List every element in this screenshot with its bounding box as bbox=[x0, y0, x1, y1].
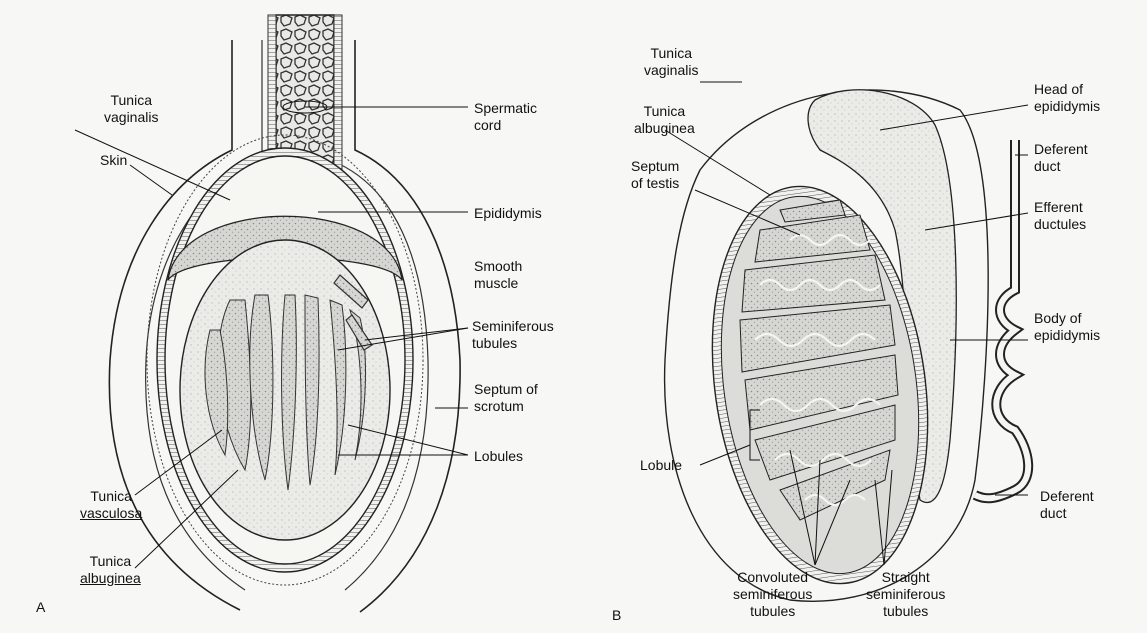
label-efferent-ductules: Efferent ductules bbox=[1034, 199, 1086, 233]
label-straight-seminiferous-tubules: Straight seminiferous tubules bbox=[866, 569, 945, 620]
label-tunica-vasculosa: Tunica vasculosa bbox=[80, 488, 142, 522]
label-tunica-albuginea-a: Tunica albuginea bbox=[80, 553, 141, 587]
label-smooth-muscle: Smooth muscle bbox=[474, 258, 522, 292]
label-skin: Skin bbox=[100, 152, 127, 169]
label-body-of-epididymis: Body of epididymis bbox=[1034, 310, 1100, 344]
label-tunica-albuginea-b: Tunica albuginea bbox=[634, 103, 695, 137]
label-tunica-vaginalis-b: Tunica vaginalis bbox=[644, 45, 698, 79]
label-spermatic-cord: Spermatic cord bbox=[474, 100, 537, 134]
label-deferent-duct-top: Deferent duct bbox=[1034, 141, 1088, 175]
label-deferent-duct-bottom: Deferent duct bbox=[1040, 488, 1094, 522]
label-lobules: Lobules bbox=[474, 448, 523, 465]
panel-b-drawing bbox=[665, 82, 1029, 601]
label-tunica-vaginalis-a: Tunica vaginalis bbox=[104, 92, 158, 126]
panel-b-letter: B bbox=[612, 607, 621, 623]
label-head-of-epididymis: Head of epididymis bbox=[1034, 81, 1100, 115]
label-lobule: Lobule bbox=[640, 457, 682, 474]
label-septum-of-testis: Septum of testis bbox=[631, 158, 679, 192]
label-seminiferous-tubules: Seminiferous tubules bbox=[472, 318, 554, 352]
label-convoluted-seminiferous-tubules: Convoluted seminiferous tubules bbox=[733, 569, 812, 620]
label-septum-of-scrotum: Septum of scrotum bbox=[474, 381, 538, 415]
panel-a-letter: A bbox=[36, 599, 45, 615]
label-epididymis-a: Epididymis bbox=[474, 205, 542, 222]
